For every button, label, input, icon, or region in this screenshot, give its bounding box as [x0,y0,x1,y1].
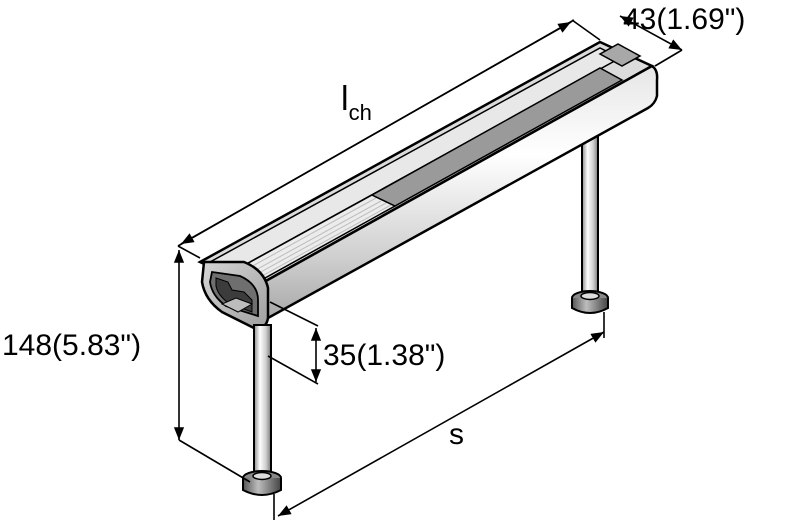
length-subscript: ch [348,100,372,125]
leg-spacing-dimension-label: s [449,418,464,451]
channel-end-profile [200,260,270,330]
right-leg [571,129,609,314]
length-symbol: l [341,80,349,118]
channel-length-dimension-label: lch [341,82,372,124]
dimension-lines [173,15,683,520]
height-dimension-label: 148(5.83") [2,329,142,362]
left-leg [242,324,282,496]
channel-depth-dimension-label: 35(1.38") [323,339,446,372]
width-dimension-label: 43(1.69") [623,3,746,36]
